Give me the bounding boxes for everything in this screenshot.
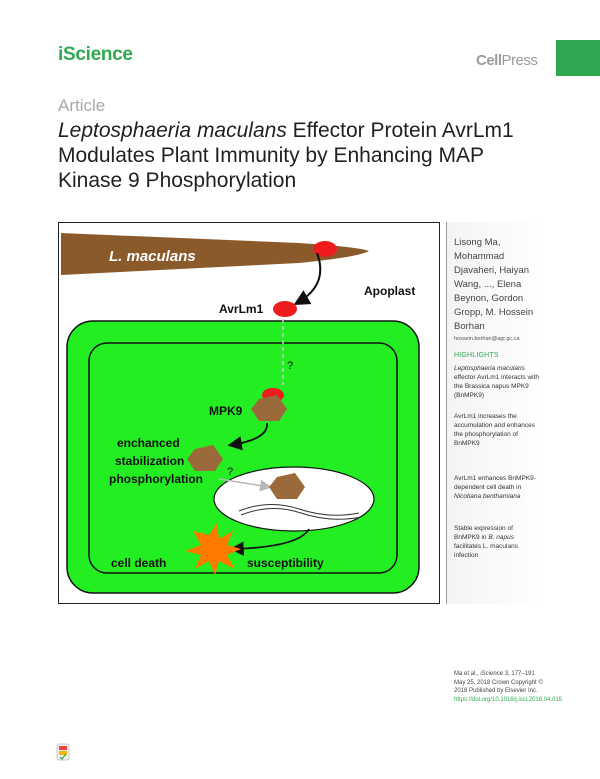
avrlm1-effector [273,301,297,317]
enhanced-label-3: phosphorylation [109,472,203,486]
enhanced-label-2: stabilization [115,454,184,468]
effector-on-hypha [313,241,337,257]
highlight-text: AvrLm1 increases the accumulation and en… [454,413,535,447]
highlight-text: Stable expression of BnMPK9 in [454,525,513,541]
nucleus-question-mark: ? [227,466,233,478]
journal-color-tab [556,40,600,76]
highlight-text: AvrLm1 enhances BnMPK9-dependent cell de… [454,475,536,491]
highlight-italic: Nicotiana benthamiana [454,493,521,500]
translocation-arrow [218,478,272,492]
article-title: Leptosphaeria maculans Effector Protein … [58,118,538,193]
citation: Ma et al., iScience 3, 177–191 May 25, 2… [454,670,562,704]
nuclear-mpk9 [269,473,305,499]
corresponding-email[interactable]: hossein.borhan@agr.gc.ca [454,336,520,342]
citation-journal: iScience [480,671,504,677]
apoplast-label: Apoplast [364,284,415,298]
article-type: Article [58,96,106,115]
pathogen-label: L. maculans [109,248,196,265]
highlight-item: Leptosphaeria maculans effector AvrLm1 i… [454,364,540,400]
publisher-logo: CellPress [476,52,538,69]
title-italic: Leptosphaeria maculans [58,119,287,142]
activation-arrow [227,422,268,451]
mpk9-kinase [251,395,287,421]
susceptibility-label: susceptibility [247,556,324,570]
title-rest: Effector Protein AvrLm1 Modulates Plant … [58,119,514,192]
cell-death-burst [185,523,241,575]
journal-name: iScience [58,44,133,65]
publisher-light: Press [501,52,538,69]
doi-link[interactable]: https://doi.org/10.1016/j.isci.2018.04.0… [454,696,563,703]
highlight-italic: Leptosphaeria maculans [454,365,525,372]
activated-mpk9 [187,445,223,471]
highlight-text: effector AvrLm1 interacts with the Brass… [454,374,540,399]
highlight-text: facilitates L. maculans infection [454,543,518,559]
avrlm1-label: AvrLm1 [219,302,264,316]
highlights-heading: HIGHLIGHTS [454,352,499,359]
highlight-item: AvrLm1 enhances BnMPK9-dependent cell de… [454,474,540,501]
authors: Lisong Ma, Mohammad Djavaheri, Haiyan Wa… [454,237,534,332]
publisher-bold: Cell [476,52,502,69]
citation-details: 3, 177–191 May 25, 2018 Crown Copyright … [454,671,543,694]
dna-strand-2 [240,508,362,520]
cell-death-label: cell death [111,556,166,570]
highlight-item: AvrLm1 increases the accumulation and en… [454,412,540,448]
mpk9-label: MPK9 [209,404,243,418]
graphical-abstract: L. maculans Apoplast AvrLm1 ? MPK9 encha… [58,222,440,604]
info-sidebar [446,222,545,604]
crossmark-check-icon[interactable] [56,743,70,761]
outcome-arrow [229,528,310,556]
entry-question-mark: ? [287,360,293,372]
secretion-arrow [293,252,322,305]
graphical-abstract-figure: L. maculans Apoplast AvrLm1 ? MPK9 encha… [61,233,420,594]
citation-authors: Ma et al., [454,671,481,677]
highlight-italic: B. napus [488,534,514,541]
pathogen-hypha [61,233,369,275]
dna-strand-1 [238,504,360,516]
highlight-item: Stable expression of BnMPK9 in B. napus … [454,524,540,560]
enhanced-label-1: enchanced [117,436,180,450]
